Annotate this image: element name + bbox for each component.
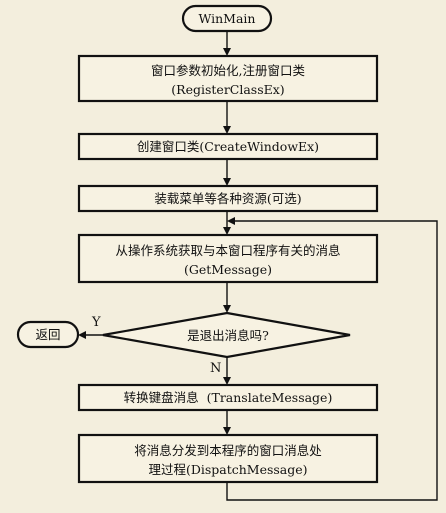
create-window-text: 创建窗口类(CreateWindowEx) (137, 139, 319, 154)
arrowhead-translate (223, 377, 231, 385)
no-label: N (210, 361, 221, 376)
get-message-box (77, 233, 379, 284)
load-resources-box (77, 184, 379, 213)
get-message-text-line2: (GetMessage) (184, 262, 272, 277)
arrowhead-getmessage (223, 227, 231, 235)
dispatch-message-text-line2: 理过程(DispatchMessage) (148, 462, 307, 477)
translate-message-box (77, 383, 379, 412)
exit-message-decision-text: 是退出消息吗? (187, 328, 269, 343)
start-terminal-label: WinMain (199, 11, 256, 26)
return-terminal (16, 320, 80, 349)
yes-label: Y (91, 315, 101, 330)
dispatch-message-text-line1: 将消息分发到本程序的窗口消息处 (134, 443, 322, 458)
arrowhead-loop-back (227, 217, 235, 225)
init-register-box (77, 54, 379, 103)
loop-back-arrow (226, 220, 438, 501)
arrowhead-return (78, 331, 86, 339)
arrowhead-create (223, 126, 231, 134)
translate-message-text: 转换键盘消息 (TranslateMessage) (124, 390, 333, 405)
arrowhead-dispatch (223, 427, 231, 435)
dispatch-message-box (77, 433, 379, 484)
return-terminal-label: 返回 (35, 327, 60, 342)
load-resources-text: 装载菜单等各种资源(可选) (154, 191, 301, 206)
arrowhead-init (223, 48, 231, 56)
get-message-text-line1: 从操作系统获取与本窗口程序有关的消息 (115, 243, 340, 258)
init-register-text-line2: (RegisterClassEx) (171, 82, 284, 97)
arrowhead-load (223, 178, 231, 186)
create-window-box (77, 132, 379, 161)
arrowhead-decision (223, 305, 231, 313)
init-register-text-line1: 窗口参数初始化,注册窗口类 (151, 63, 305, 78)
